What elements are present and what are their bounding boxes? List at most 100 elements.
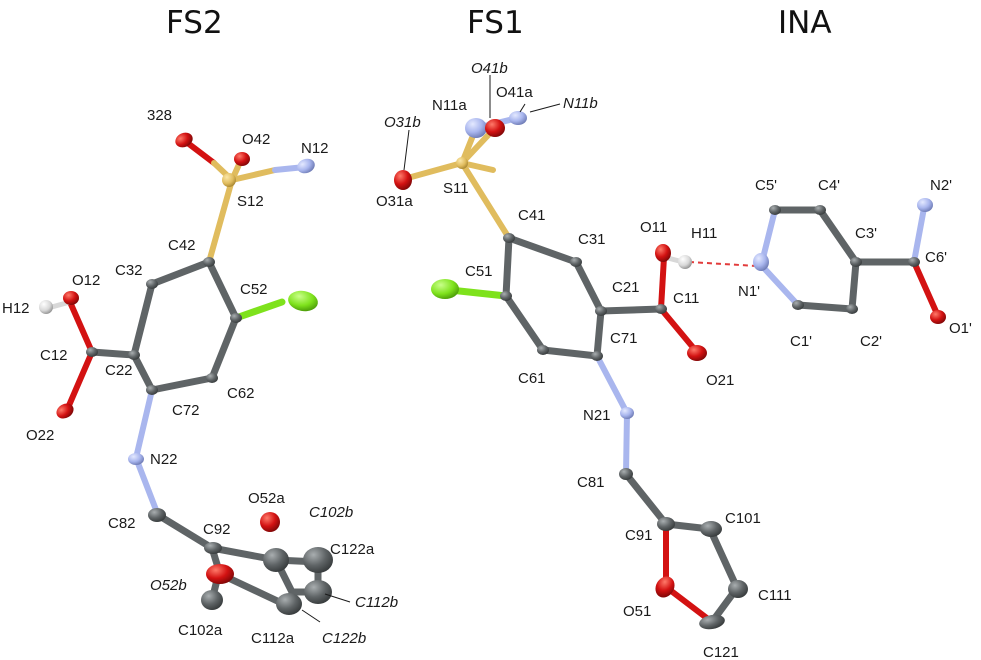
atom-O21 [687,345,707,361]
atom-C3p [850,257,862,267]
label-C31: C31 [578,231,606,248]
label-C4p: C4' [818,177,840,194]
atom-O52b [206,564,234,584]
labels-fs2: 328 O42 N12 S12 C42 C32 C52 O12 H12 C12 … [2,107,398,647]
label-C6p: C6' [925,249,947,266]
label-C82: C82 [108,515,136,532]
atom-O1p [930,310,946,324]
atom-N21 [620,407,634,419]
label-328: 328 [147,107,172,124]
label-C11: C11 [673,290,699,307]
atom-O11 [655,244,671,262]
atom-C81 [619,468,633,480]
atoms-ina [753,198,946,324]
leader-lines [301,75,561,623]
label-C52: C52 [240,281,268,298]
atom-H12 [39,300,53,314]
atom-C21 [595,306,607,316]
atom-C2p [846,304,858,314]
atom-C1p [792,300,804,310]
label-O31a: O31a [376,193,413,210]
label-C22: C22 [105,362,133,379]
atom-C82 [148,508,166,522]
label-O1p: O1' [949,320,972,337]
atom-O51 [655,576,675,598]
atoms-fs2 [39,132,333,615]
atom-C111 [728,580,748,598]
atom-N1p [753,253,769,271]
label-O11: O11 [640,219,667,236]
atom-C122a [303,547,333,573]
label-O42: O42 [242,131,270,148]
atom-N12 [297,158,315,174]
atom-C62 [206,373,218,383]
label-C21: C21 [612,279,640,296]
label-O52b: O52b [150,577,187,594]
atom-C52 [230,313,242,323]
label-S11: S11 [443,180,469,197]
label-S12: S12 [237,193,264,210]
atom-C91 [657,517,675,531]
atom-C61 [537,345,549,355]
label-C32: C32 [115,262,143,279]
label-O12: O12 [72,272,100,289]
label-C12: C12 [40,347,68,364]
label-O21: O21 [706,372,734,389]
label-O51: O51 [623,603,651,620]
label-O41a: O41a [496,84,533,101]
atom-O42 [234,152,250,166]
atom-C42 [203,257,215,267]
label-O31b: O31b [384,114,421,131]
label-C72: C72 [172,402,200,419]
atom-C31 [570,257,582,267]
label-O41b: O41b [471,60,508,77]
atom-O-328 [175,132,193,148]
label-C112a: C112a [251,630,295,647]
atom-C102b [263,548,289,572]
title-fs1: FS1 [467,5,524,41]
label-H11: H11 [691,225,717,242]
atom-C4p [814,205,826,215]
label-C5p: C5' [755,177,777,194]
atom-C112b [304,580,332,604]
atom-C101 [700,521,722,537]
label-N2p: N2' [930,177,952,194]
atom-C11 [655,304,667,314]
label-C41: C41 [518,207,546,224]
label-C3p: C3' [855,225,877,242]
atom-Cl52 [288,290,318,312]
label-C102a: C102a [178,622,223,639]
bonds-fs2 [45,138,322,610]
label-C102b: C102b [309,504,353,521]
atom-C5p [769,205,781,215]
label-N22: N22 [150,451,178,468]
atom-C22 [128,350,140,360]
label-C62: C62 [227,385,255,402]
atom-C112a [276,593,302,615]
label-C81: C81 [577,474,605,491]
label-C1p: C1' [790,333,812,350]
bonds-ina [760,205,941,319]
labels-ina: C5' C4' N2' C3' C6' N1' C1' C2' O1' [738,177,972,350]
atom-H11 [678,255,692,269]
label-C122a: C122a [330,541,375,558]
atom-S12 [222,173,236,187]
atom-C92 [204,542,222,554]
label-C92: C92 [203,521,231,538]
atom-O31a [394,170,412,190]
label-H12: H12 [2,300,30,317]
label-C122b: C122b [322,630,366,647]
atom-C6p [908,257,920,267]
label-C71: C71 [610,330,638,347]
atom-N22 [128,453,144,465]
atom-C72 [146,385,158,395]
label-C112b: C112b [355,594,398,611]
label-N21: N21 [583,407,611,424]
label-O22: O22 [26,427,54,444]
atom-O41a [485,119,505,137]
atom-O22 [56,403,74,419]
atom-N11a [465,118,487,138]
label-O52a: O52a [248,490,285,507]
atoms-fs1 [394,111,748,630]
